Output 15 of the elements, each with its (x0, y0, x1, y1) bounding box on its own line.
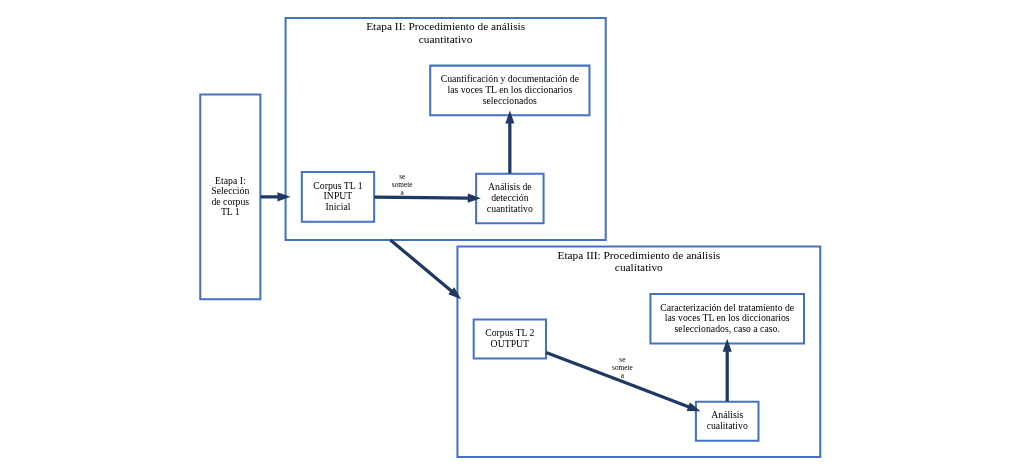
arrow (260, 192, 291, 202)
arrow (389, 238, 462, 300)
arrow (505, 110, 515, 174)
node-box: Corpus TL 2 OUTPUT (472, 318, 547, 360)
node-box: Corpus TL 1 INPUT Inicial (300, 171, 376, 223)
node-box: Caracterización del tratamiento de las voces TL en los diccionarios seleccionados, caso a caso. (649, 292, 805, 345)
arrow (722, 338, 732, 402)
arrow (545, 351, 701, 412)
edge-label: se somete a (391, 172, 413, 198)
arrow (374, 193, 481, 203)
node-box: Análisis de detección cuantitativo (475, 172, 545, 225)
node-box: Cuantificación y documentación de las voces TL en los diccionarios seleccionados (429, 64, 591, 117)
node-box: Etapa I: Selección de corpus TL 1 (199, 93, 262, 301)
edge-label: se somete a (612, 354, 633, 381)
node-box: Análisis cualitativo (694, 400, 760, 442)
